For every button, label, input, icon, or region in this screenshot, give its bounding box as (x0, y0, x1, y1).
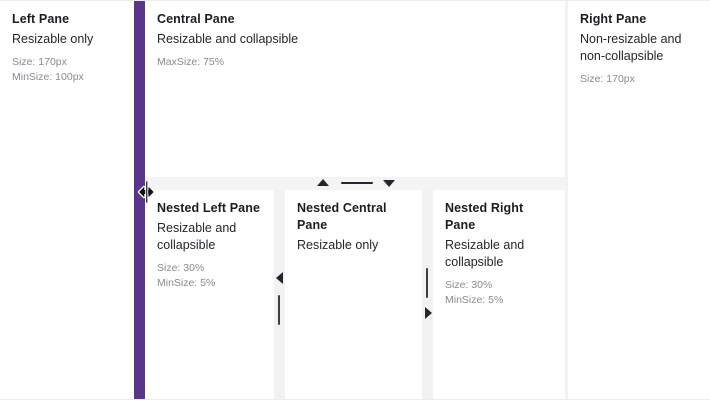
vertical-grip-icon[interactable] (426, 268, 428, 298)
pane-left-size: Size: 170px (12, 56, 67, 68)
pane-nested-central: Nested Central Pane Resizable only (285, 190, 422, 399)
pane-nested-right: Nested Right Pane Resizable and collapsi… (433, 190, 565, 399)
pane-central: Central Pane Resizable and collapsible M… (145, 1, 565, 177)
pane-central-maxsize: MaxSize: 75% (157, 56, 225, 68)
pane-nested-central-content: Nested Central Pane Resizable only (285, 190, 422, 254)
divider-main-vertical[interactable] (134, 1, 145, 399)
pane-nested-right-content: Nested Right Pane Resizable and collapsi… (433, 190, 565, 307)
triangle-up-icon[interactable] (317, 179, 329, 186)
pane-central-description: Resizable and collapsible (157, 32, 299, 46)
divider-right-static (565, 1, 568, 399)
pane-nested-right-size: Size: 30% (445, 279, 493, 291)
horizontal-grip-icon[interactable] (341, 182, 373, 184)
divider-horizontal[interactable] (145, 177, 565, 190)
vertical-grip-icon[interactable] (278, 295, 280, 325)
pane-nested-central-description: Resizable only (297, 238, 379, 252)
pane-nested-left-size: Size: 30% (157, 262, 205, 274)
pane-right: Right Pane Non-resizable and non-collaps… (568, 1, 710, 399)
pane-right-title: Right Pane (580, 12, 647, 26)
pane-nested-left-description: Resizable and collapsible (157, 221, 237, 252)
pane-nested-left: Nested Left Pane Resizable and collapsib… (145, 190, 274, 399)
pane-nested-left-content: Nested Left Pane Resizable and collapsib… (145, 190, 274, 290)
pane-left-description: Resizable only (12, 32, 94, 46)
pane-central-title: Central Pane (157, 12, 235, 26)
pane-left-minsize: MinSize: 100px (12, 70, 84, 83)
pane-nested-central-title: Nested Central Pane (297, 201, 387, 232)
pane-nested-right-description: Resizable and collapsible (445, 238, 525, 269)
pane-nested-right-minsize: MinSize: 5% (445, 293, 504, 306)
pane-right-content: Right Pane Non-resizable and non-collaps… (568, 1, 710, 87)
pane-nested-left-minsize: MinSize: 5% (157, 276, 216, 289)
frame-top-border (0, 0, 710, 1)
pane-left: Left Pane Resizable only Size: 170px Min… (0, 1, 134, 399)
pane-left-content: Left Pane Resizable only Size: 170px Min… (0, 1, 134, 84)
pane-nested-left-title: Nested Left Pane (157, 201, 261, 215)
pane-right-size: Size: 170px (580, 73, 635, 85)
pane-left-title: Left Pane (12, 12, 70, 26)
triangle-down-icon[interactable] (383, 180, 395, 187)
divider-nested-left[interactable] (274, 190, 285, 399)
pane-central-content: Central Pane Resizable and collapsible M… (145, 1, 565, 70)
triangle-right-icon[interactable] (425, 307, 432, 319)
divider-nested-right[interactable] (422, 190, 433, 399)
triangle-left-icon[interactable] (276, 272, 283, 284)
pane-nested-right-title: Nested Right Pane (445, 201, 524, 232)
pane-right-description: Non-resizable and non-collapsible (580, 32, 682, 63)
